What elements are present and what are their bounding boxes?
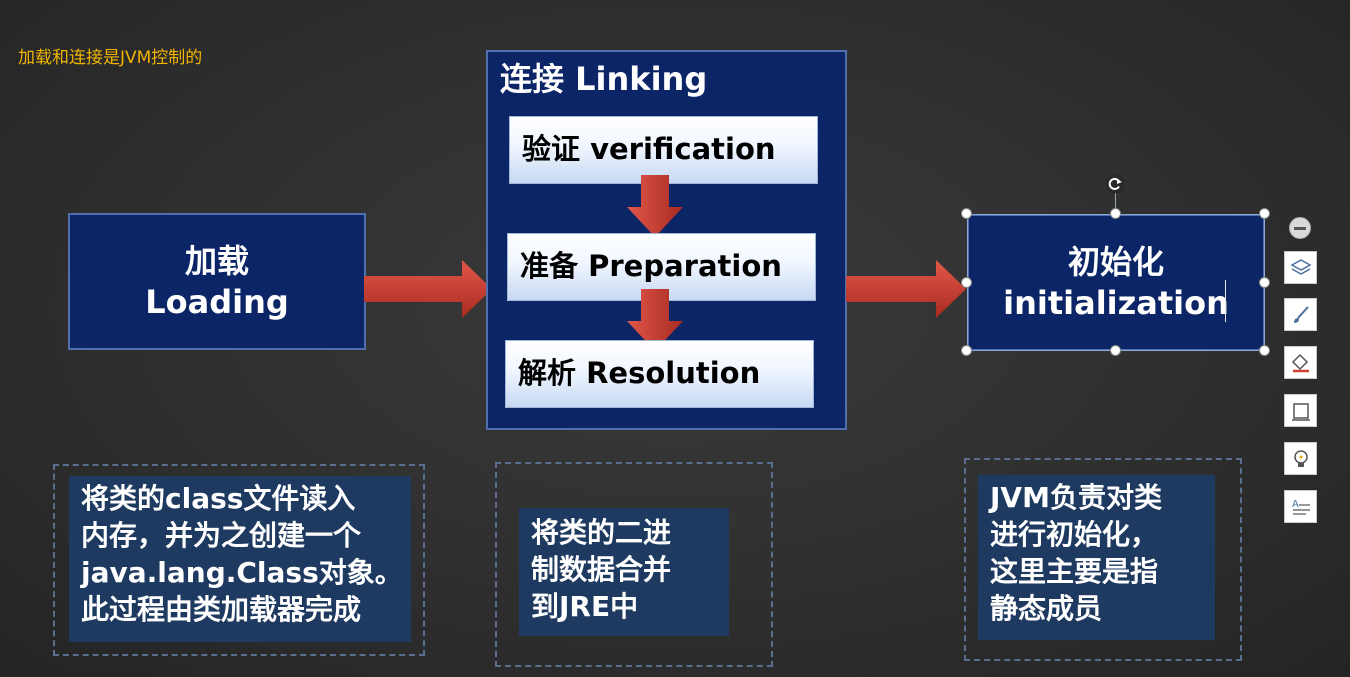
collapse-minus-icon[interactable] — [1289, 217, 1311, 239]
layers-icon[interactable] — [1284, 251, 1317, 284]
loading-description-line: 内存，并为之创建一个 — [81, 519, 362, 552]
loading-description-line: java.lang.Class对象。 — [81, 556, 403, 589]
step-resolution[interactable]: 解析 Resolution — [505, 340, 814, 408]
initialization-title-cn: 初始化 — [1067, 242, 1164, 281]
rotate-handle-icon[interactable] — [1104, 173, 1126, 195]
linking-description-line: 将类的二进 — [531, 516, 672, 549]
loading-description-line: 将类的class文件读入 — [81, 482, 356, 515]
resize-handle-left[interactable] — [961, 277, 972, 288]
resize-handle-top[interactable] — [1110, 208, 1121, 219]
arrow-down-icon — [627, 175, 683, 237]
initialization-description-line: JVM负责对类 — [990, 481, 1162, 514]
resize-handle-top-right[interactable] — [1259, 208, 1270, 219]
shape-fill-icon[interactable] — [1284, 346, 1317, 379]
linking-description: 将类的二进 制数据合并 到JRE中 — [519, 508, 729, 636]
resize-handle-bottom-right[interactable] — [1259, 345, 1270, 356]
resize-handle-bottom-left[interactable] — [961, 345, 972, 356]
initialization-description: JVM负责对类 进行初始化， 这里主要是指 静态成员 — [978, 475, 1215, 640]
resize-handle-right[interactable] — [1259, 277, 1270, 288]
lightbulb-icon[interactable] — [1284, 442, 1317, 475]
loading-title-cn: 加载 — [184, 241, 249, 280]
resize-handle-bottom[interactable] — [1110, 345, 1121, 356]
rotate-handle-line — [1115, 193, 1116, 214]
initialization-description-line: 进行初始化， — [990, 518, 1159, 551]
arrow-right-icon — [364, 260, 492, 318]
arrow-down-icon — [627, 289, 683, 351]
initialization-description-line: 这里主要是指 — [990, 555, 1159, 588]
linking-description-line: 到JRE中 — [531, 590, 639, 623]
loading-description: 将类的class文件读入 内存，并为之创建一个 java.lang.Class对… — [69, 476, 411, 642]
initialization-title-en: initialization — [1003, 283, 1229, 322]
slide-note: 加载和连接是JVM控制的 — [18, 48, 203, 68]
linking-box[interactable]: 连接 Linking 验证 verification 准备 Preparatio… — [486, 50, 847, 430]
loading-description-line: 此过程由类加载器完成 — [81, 593, 362, 626]
resize-handle-top-left[interactable] — [961, 208, 972, 219]
linking-title: 连接 Linking — [500, 60, 708, 98]
selection-outline — [967, 214, 1265, 351]
step-verification[interactable]: 验证 verification — [509, 116, 818, 184]
arrow-right-icon — [846, 260, 966, 318]
brush-icon[interactable] — [1284, 298, 1317, 331]
linking-description-line: 制数据合并 — [531, 553, 672, 586]
svg-text:A: A — [1292, 499, 1299, 510]
text-format-icon[interactable]: A — [1284, 490, 1317, 523]
linking-description-frame: 将类的二进 制数据合并 到JRE中 — [495, 462, 773, 667]
frame-icon[interactable] — [1284, 394, 1317, 427]
initialization-description-frame: JVM负责对类 进行初始化， 这里主要是指 静态成员 — [964, 458, 1242, 661]
loading-description-frame: 将类的class文件读入 内存，并为之创建一个 java.lang.Class对… — [53, 464, 425, 656]
loading-box[interactable]: 加载 Loading — [68, 213, 366, 350]
text-caret — [1225, 280, 1226, 322]
loading-title-en: Loading — [145, 282, 289, 321]
initialization-description-line: 静态成员 — [990, 592, 1103, 625]
